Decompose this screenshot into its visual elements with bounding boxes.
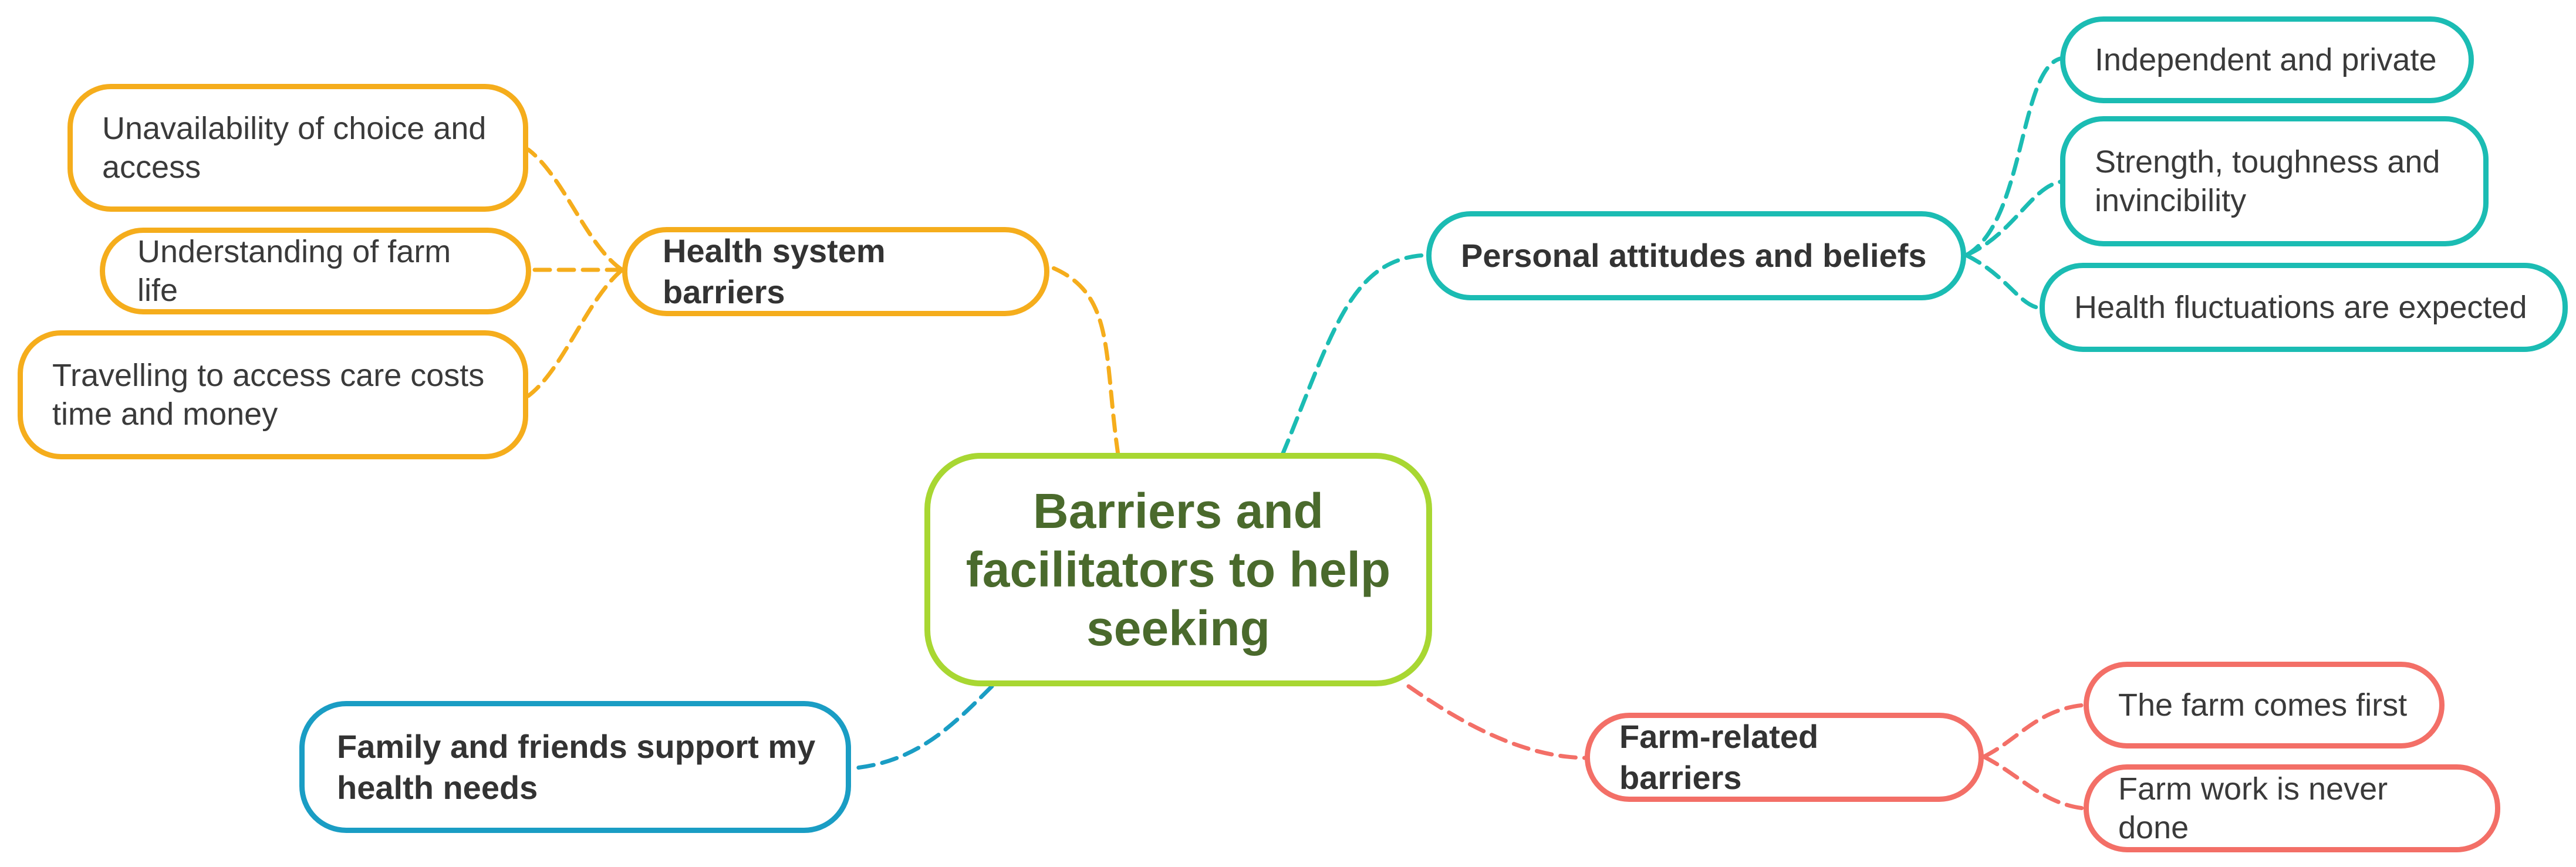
branch-farm: Farm-related barriers <box>1585 713 1984 802</box>
connector-center-personal <box>1280 253 1429 457</box>
leaf-never-done: Farm work is never done <box>2084 764 2500 852</box>
leaf-travelling-label: Travelling to access care costs time and… <box>52 358 485 432</box>
connector-personal-health-fluct <box>1964 253 2042 310</box>
leaf-unavailability: Unavailability of choice and access <box>67 84 528 212</box>
center-title: Barriers and facilitators to help seekin… <box>965 483 1391 656</box>
leaf-health-fluctuations-label: Health fluctuations are expected <box>2074 290 2527 325</box>
leaf-independent-label: Independent and private <box>2095 42 2437 77</box>
connector-personal-independent <box>1964 56 2062 258</box>
connector-personal-strength <box>1964 180 2062 258</box>
leaf-never-done-label: Farm work is never done <box>2118 771 2388 845</box>
connector-center-farm <box>1406 684 1587 760</box>
leaf-travelling: Travelling to access care costs time and… <box>18 330 528 459</box>
connector-health-unavailability <box>526 147 624 272</box>
leaf-health-fluctuations: Health fluctuations are expected <box>2040 263 2568 352</box>
branch-farm-label: Farm-related barriers <box>1619 718 1819 796</box>
leaf-farm-first-label: The farm comes first <box>2118 687 2408 723</box>
leaf-unavailability-label: Unavailability of choice and access <box>102 111 487 185</box>
leaf-strength-label: Strength, toughness and invincibility <box>2095 144 2440 218</box>
branch-family-label: Family and friends support my health nee… <box>337 727 816 806</box>
leaf-understanding-label: Understanding of farm life <box>137 234 451 308</box>
branch-family: Family and friends support my health nee… <box>299 701 851 833</box>
connector-farm-never-done <box>1981 754 2086 811</box>
branch-health-system-label: Health system barriers <box>663 232 886 310</box>
leaf-farm-first: The farm comes first <box>2084 662 2445 749</box>
connector-health-travelling <box>526 267 624 398</box>
branch-health-system: Health system barriers <box>622 227 1049 316</box>
connector-center-family <box>849 684 994 771</box>
center-node: Barriers and facilitators to help seekin… <box>924 453 1432 686</box>
connector-farm-first <box>1981 703 2086 759</box>
branch-personal-label: Personal attitudes and beliefs <box>1461 237 1927 274</box>
leaf-independent: Independent and private <box>2060 16 2474 103</box>
connector-center-health-system <box>1048 265 1120 457</box>
leaf-understanding: Understanding of farm life <box>100 228 531 314</box>
leaf-strength: Strength, toughness and invincibility <box>2060 116 2489 246</box>
branch-personal: Personal attitudes and beliefs <box>1426 211 1966 300</box>
